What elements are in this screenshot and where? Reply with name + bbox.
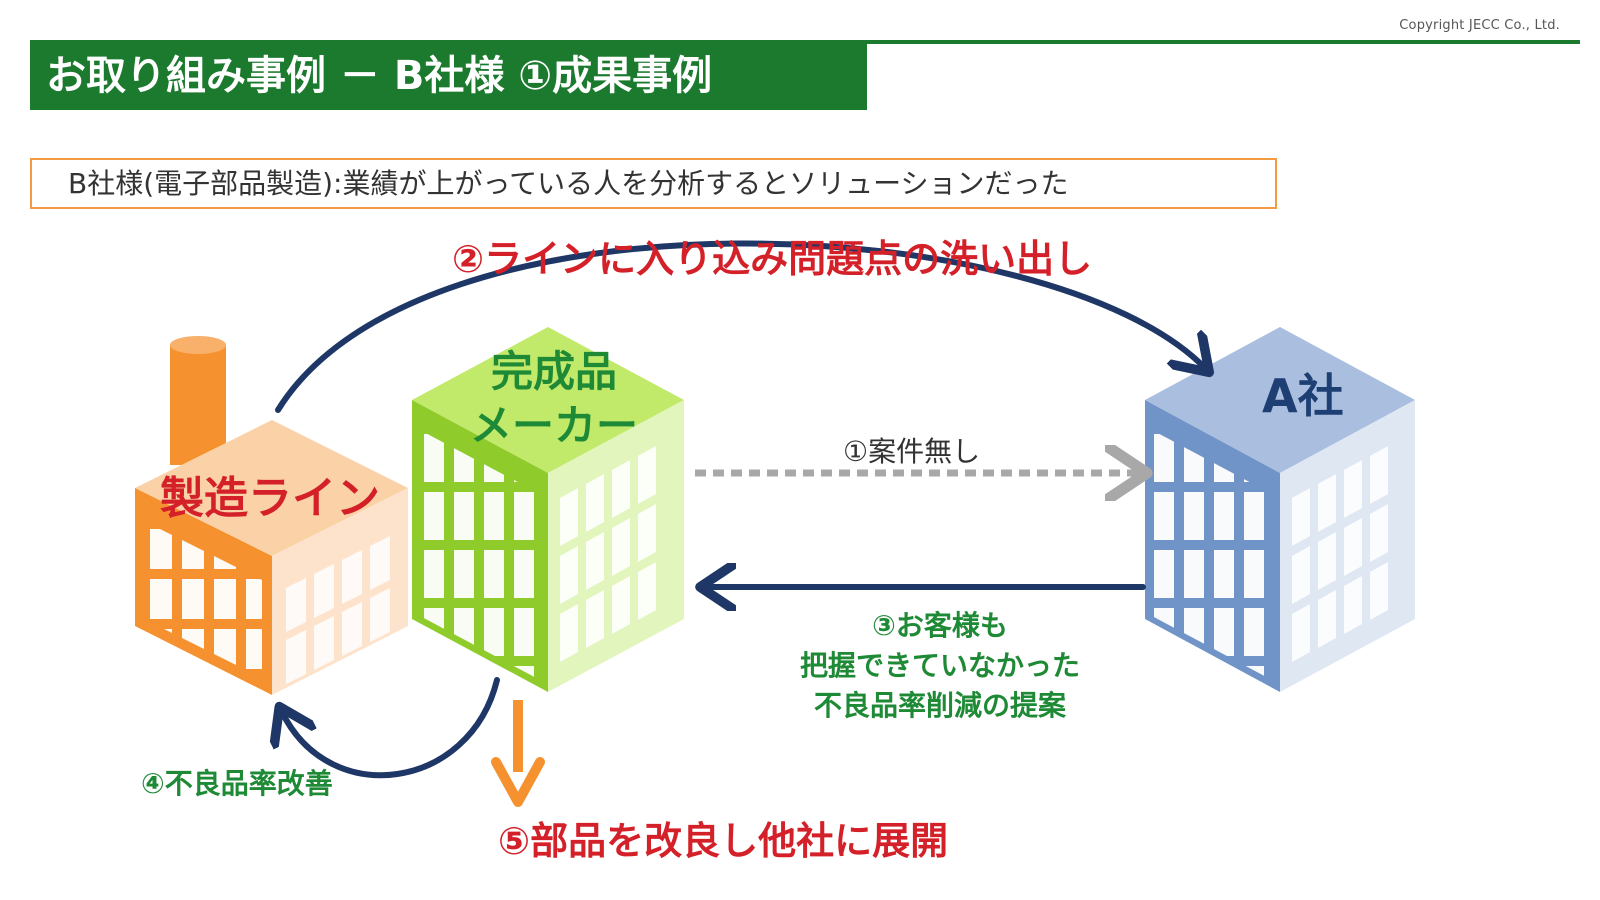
subtitle-box: B社様(電子部品製造):業績が上がっている人を分析するとソリューションだった	[30, 158, 1277, 209]
factory-label: 製造ライン	[160, 473, 380, 524]
a-corp-building	[1145, 327, 1415, 692]
factory-building	[135, 336, 408, 695]
maker-label-line2: メーカー	[469, 401, 638, 450]
step1-label: ①案件無し	[843, 435, 981, 468]
arrow-step2	[275, 240, 1205, 413]
maker-label: 完成品 メーカー	[454, 345, 654, 453]
arrow-step5	[491, 700, 545, 807]
step3-line3: 不良品率削減の提案	[813, 689, 1066, 722]
arrow-step4	[282, 677, 500, 779]
step4-label: ④不良品率改善	[141, 767, 333, 800]
maker-building	[412, 327, 684, 692]
a-corp-label: A社	[1262, 369, 1344, 423]
page-title: お取り組み事例 － B社様 ①成果事例	[30, 42, 867, 110]
step5-label: ⑤部品を改良し他社に展開	[498, 819, 949, 863]
step3-line2: 把握できていなかった	[799, 649, 1080, 682]
step2-label: ②ラインに入り込み問題点の洗い出し	[452, 237, 1093, 281]
step3-label: ③お客様も 把握できていなかった 不良品率削減の提案	[760, 606, 1120, 726]
copyright-text: Copyright JECC Co., Ltd.	[1399, 18, 1560, 33]
step3-line1: ③お客様も	[872, 609, 1008, 642]
maker-label-line1: 完成品	[490, 347, 617, 396]
